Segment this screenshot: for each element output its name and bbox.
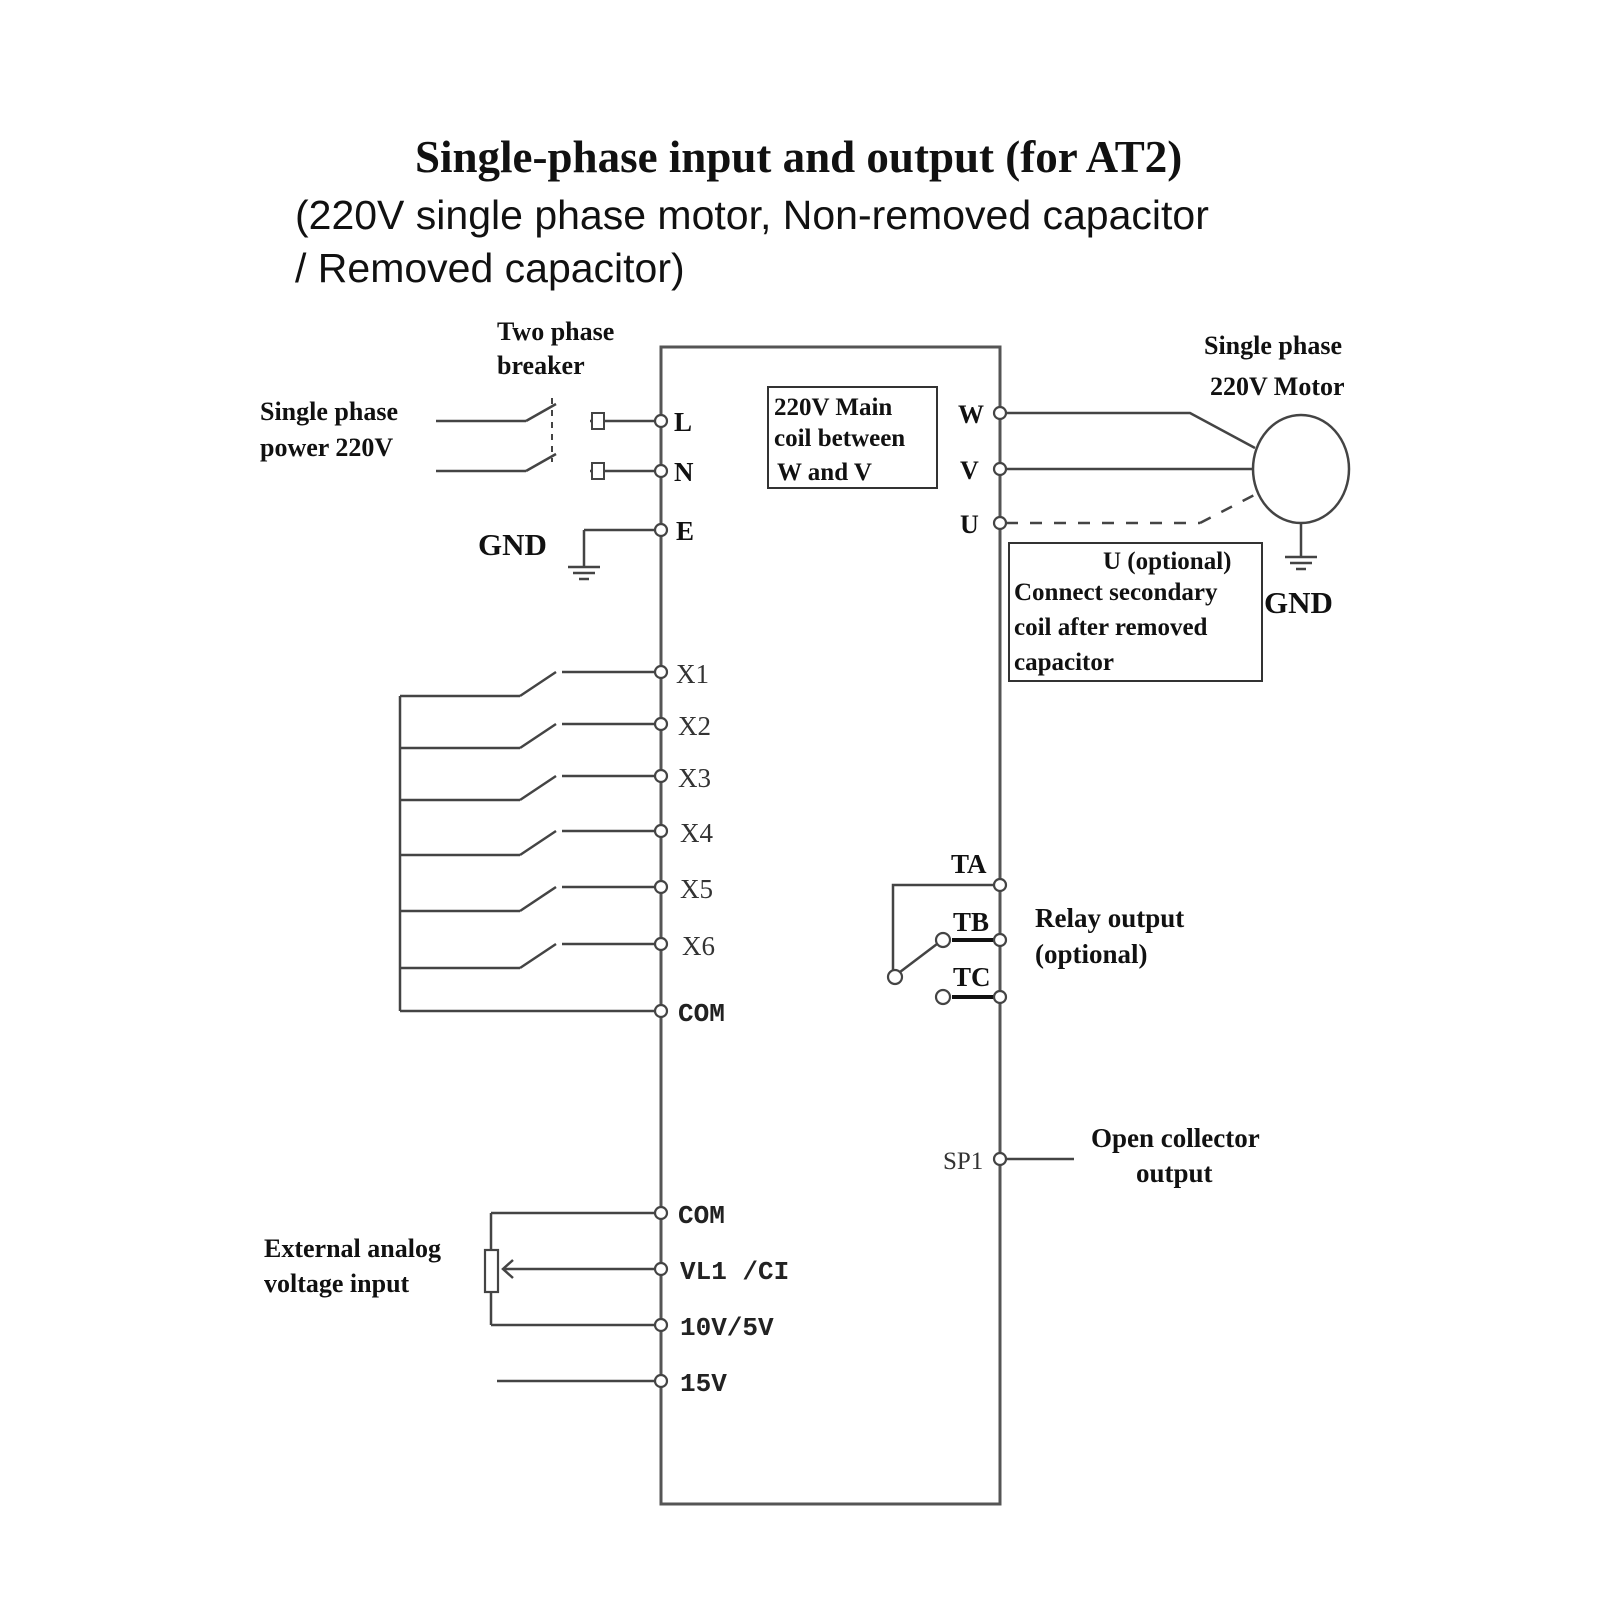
terminal-com1 — [653, 1003, 669, 1019]
terminal-com2 — [653, 1205, 669, 1221]
analog-input-group: External analog voltage input — [264, 1211, 655, 1383]
inverter-body — [659, 345, 1002, 1506]
switch-icon — [525, 402, 557, 423]
terminal-sp1-label: SP1 — [943, 1148, 983, 1175]
motor-output-group: Single phase 220V Motor GND — [1006, 331, 1351, 620]
terminal-com1-label: COM — [678, 999, 725, 1029]
fuse-icon — [591, 412, 605, 430]
u-optional-line2: Connect secondary — [1014, 579, 1218, 606]
terminal-x1-label: X1 — [676, 659, 709, 689]
open-collector-label-line1: Open collector — [1091, 1123, 1260, 1153]
main-coil-note-line2: coil between — [774, 425, 905, 452]
gnd-left-label: GND — [478, 527, 547, 562]
switch-icon — [519, 722, 557, 750]
relay-label-line2: (optional) — [1035, 939, 1148, 969]
terminal-u-label: U — [960, 510, 979, 539]
gnd-right-label: GND — [1264, 585, 1333, 620]
switch-icon — [519, 885, 557, 913]
terminal-ta-label: TA — [951, 849, 987, 879]
terminal-w — [992, 405, 1008, 421]
u-optional-line1: U (optional) — [1103, 548, 1231, 575]
terminal-tb-label: TB — [953, 907, 989, 937]
terminal-x2-label: X2 — [678, 711, 711, 741]
relay-label-line1: Relay output — [1035, 903, 1184, 933]
open-collector-label-line2: output — [1136, 1158, 1213, 1188]
terminal-10v-label: 10V/5V — [680, 1313, 774, 1343]
motor-label-line1: Single phase — [1204, 331, 1342, 360]
switch-icon — [519, 774, 557, 802]
relay-output-group: Relay output (optional) — [886, 883, 1184, 1006]
terminal-l — [653, 413, 669, 429]
switch-icon — [519, 829, 557, 857]
terminal-vl1-label: VL1 /CI — [680, 1257, 789, 1287]
analog-label-line1: External analog — [264, 1234, 441, 1263]
terminal-u — [992, 515, 1008, 531]
terminal-tc-label: TC — [953, 962, 991, 992]
breaker-label-line2: breaker — [497, 351, 585, 380]
power-label-line1: Single phase — [260, 397, 398, 426]
terminal-vl1 — [653, 1261, 669, 1277]
ground-icon — [1285, 555, 1317, 571]
terminal-n-label: N — [674, 457, 694, 487]
page-subtitle-line2: / Removed capacitor) — [295, 245, 685, 291]
switch-icon — [519, 670, 557, 698]
switch-icon — [525, 452, 557, 473]
terminal-x5-label: X5 — [680, 874, 713, 904]
terminal-x5 — [653, 879, 669, 895]
terminal-x1 — [653, 664, 669, 680]
fuse-icon — [591, 462, 605, 480]
switch-icon — [519, 942, 557, 970]
terminal-ta — [992, 877, 1008, 893]
terminal-tb — [992, 932, 1008, 948]
terminal-sp1 — [992, 1151, 1008, 1167]
u-optional-line4: capacitor — [1014, 649, 1114, 676]
main-coil-note-box — [767, 386, 938, 489]
terminal-15v-label: 15V — [680, 1369, 727, 1399]
ground-icon — [568, 565, 600, 581]
terminal-x2 — [653, 716, 669, 732]
terminal-e — [653, 522, 669, 538]
motor-icon — [1251, 413, 1351, 525]
terminal-x6 — [653, 936, 669, 952]
power-label-line2: power 220V — [260, 433, 393, 462]
power-input-group: Two phase breaker Single phase power 220… — [260, 317, 655, 581]
terminal-x3 — [653, 768, 669, 784]
page-title: Single-phase input and output (for AT2) — [415, 132, 1182, 182]
page-subtitle-line1: (220V single phase motor, Non-removed ca… — [295, 192, 1209, 238]
terminal-10v — [653, 1317, 669, 1333]
terminal-v-label: V — [960, 456, 979, 485]
analog-label-line2: voltage input — [264, 1269, 410, 1298]
terminal-tc — [992, 989, 1008, 1005]
terminal-com2-label: COM — [678, 1201, 725, 1231]
potentiometer-icon — [483, 1248, 500, 1294]
breaker-label-line1: Two phase — [497, 317, 614, 346]
relay-contact-icon — [886, 968, 904, 986]
digital-inputs-group — [398, 670, 655, 1013]
terminal-n — [653, 463, 669, 479]
terminal-v — [992, 461, 1008, 477]
terminal-e-label: E — [676, 516, 694, 546]
terminal-x4 — [653, 823, 669, 839]
u-optional-line3: coil after removed — [1014, 614, 1208, 641]
terminal-w-label: W — [958, 400, 984, 429]
terminal-x4-label: X4 — [680, 818, 713, 848]
main-coil-note-line3: W and V — [777, 459, 872, 486]
terminal-x6-label: X6 — [682, 931, 715, 961]
main-coil-note-line1: 220V Main — [774, 394, 892, 421]
terminal-l-label: L — [674, 407, 692, 437]
terminal-x3-label: X3 — [678, 763, 711, 793]
u-optional-note-box — [1008, 542, 1263, 682]
motor-label-line2: 220V Motor — [1210, 372, 1345, 401]
terminal-15v — [653, 1373, 669, 1389]
